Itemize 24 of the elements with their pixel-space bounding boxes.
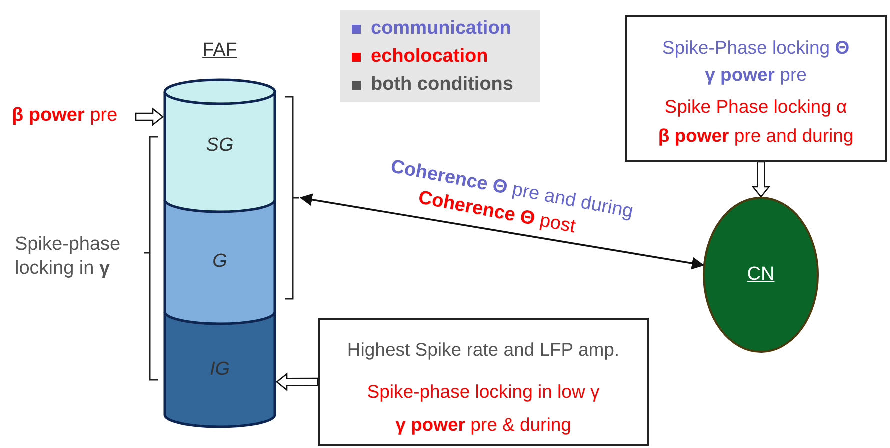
annotation-text: β power pre <box>12 105 118 126</box>
finding-text: Spike-phase locking in low γ <box>367 381 600 403</box>
finding-text: γ power pre & during <box>396 414 572 436</box>
cylinder-heading: FAF <box>202 40 238 62</box>
layer-label: SG <box>206 135 234 157</box>
hollow-arrow <box>135 108 164 126</box>
hollow-arrow <box>752 161 771 198</box>
text-box <box>318 318 649 446</box>
finding-text: β power pre and during <box>658 125 854 147</box>
legend-text: echolocation <box>371 46 488 68</box>
layer-label: G <box>212 251 228 273</box>
legend-text: communication <box>371 18 512 40</box>
legend-text: both conditions <box>371 74 514 96</box>
region-label: CN <box>747 264 775 286</box>
finding-text: Spike Phase locking α <box>664 96 848 118</box>
finding-text: Highest Spike rate and LFP amp. <box>347 339 620 361</box>
hollow-arrow <box>276 372 319 392</box>
layer-label: IG <box>210 358 230 380</box>
double-arrow <box>300 194 705 270</box>
finding-text: Spike-Phase locking Θ <box>662 37 850 59</box>
text-box <box>625 15 887 162</box>
brain-region-ellipse <box>703 197 819 353</box>
finding-text: γ power pre <box>705 64 807 86</box>
annotation-text: Spike-phase locking in γ <box>15 233 122 280</box>
